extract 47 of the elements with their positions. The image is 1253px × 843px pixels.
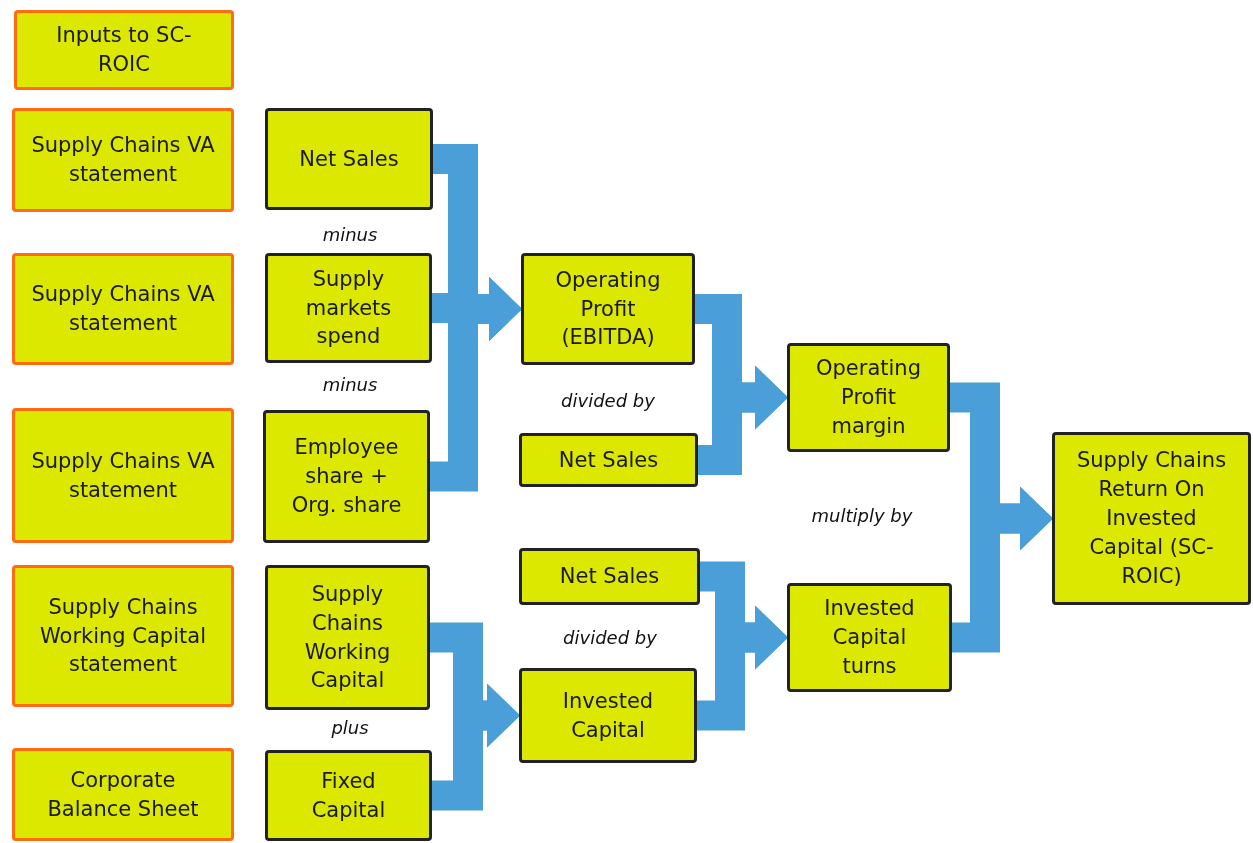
process-box bbox=[12, 408, 234, 543]
box-label: Operating Profit margin bbox=[815, 355, 922, 440]
process-box bbox=[265, 750, 432, 841]
process-box bbox=[265, 108, 433, 210]
operator-label: divided by bbox=[563, 627, 657, 648]
box-label: Inputs to SC-ROIC bbox=[55, 22, 193, 78]
box-label: Supply Chains Return On Invested Capital (SC-ROIC) bbox=[1075, 447, 1228, 590]
box-label: Supply Chains Working Capital statement bbox=[39, 593, 207, 679]
box-label: Corporate Balance Sheet bbox=[46, 766, 200, 823]
box-label: Net Sales bbox=[559, 563, 660, 590]
box-label: Net Sales bbox=[299, 145, 399, 173]
block-arrow bbox=[697, 605, 789, 731]
operator-label: plus bbox=[331, 717, 369, 738]
box-label: Employee share + Org. share bbox=[290, 434, 403, 519]
box-label: Supply Chains Working Capital bbox=[303, 580, 392, 695]
block-arrow bbox=[952, 486, 1054, 653]
operator-label: minus bbox=[322, 374, 378, 395]
process-box bbox=[519, 548, 700, 605]
process-box bbox=[12, 253, 234, 365]
box-label: Supply Chains VA statement bbox=[30, 281, 216, 337]
box-label: Invested Capital turns bbox=[823, 595, 916, 680]
box-label: Supply Chains VA statement bbox=[30, 447, 216, 504]
block-arrow bbox=[432, 683, 521, 811]
box-label: Net Sales bbox=[558, 446, 659, 474]
box-label: Supply markets spend bbox=[304, 265, 393, 351]
process-box bbox=[519, 433, 698, 487]
process-box bbox=[265, 253, 432, 363]
process-box bbox=[14, 10, 234, 90]
process-box bbox=[12, 108, 234, 212]
box-label: Supply Chains VA statement bbox=[30, 132, 216, 188]
process-box bbox=[12, 565, 234, 707]
process-box bbox=[12, 748, 234, 841]
block-arrow bbox=[698, 365, 789, 475]
operator-label: divided by bbox=[561, 390, 655, 411]
box-label: Operating Profit (EBITDA) bbox=[554, 266, 662, 352]
box-label: Fixed Capital bbox=[310, 767, 387, 824]
box-label: Invested Capital bbox=[561, 687, 655, 744]
process-box bbox=[265, 565, 430, 710]
process-box bbox=[1052, 432, 1251, 605]
process-box bbox=[521, 253, 695, 365]
operator-label: multiply by bbox=[811, 505, 913, 526]
block-arrow bbox=[430, 277, 523, 492]
process-box bbox=[263, 410, 430, 543]
operator-label: minus bbox=[322, 224, 378, 245]
process-box bbox=[787, 583, 952, 692]
process-box bbox=[787, 343, 950, 452]
process-box bbox=[519, 668, 697, 763]
